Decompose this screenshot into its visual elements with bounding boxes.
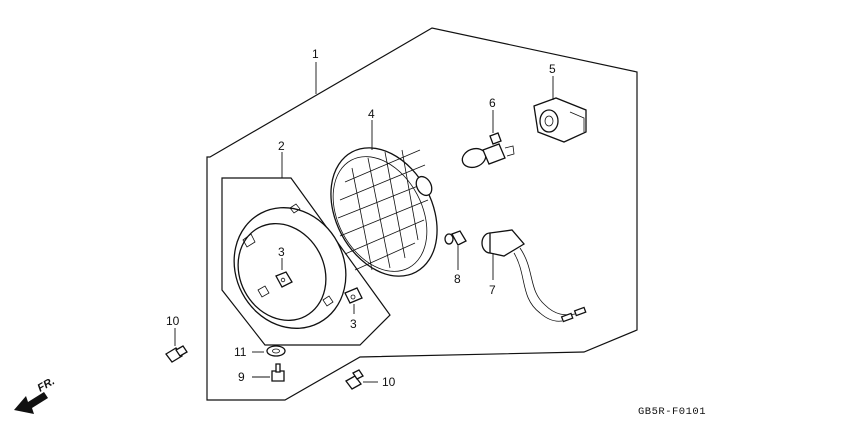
leader-lines (174, 62, 554, 383)
callout-3-lower: 3 (350, 317, 357, 331)
bolt-right (345, 369, 364, 390)
assembly-outline (206, 27, 638, 401)
callout-1: 1 (312, 47, 319, 61)
callout-2: 2 (278, 139, 285, 153)
headlight-bulb (461, 132, 515, 169)
callout-3-upper: 3 (278, 245, 285, 259)
bolt-left (165, 345, 188, 363)
callout-9: 9 (238, 370, 245, 384)
callout-6: 6 (489, 96, 496, 110)
headlight-unit (330, 147, 438, 277)
rim-group-outline (221, 177, 391, 346)
adjusting-bolt (271, 363, 285, 382)
front-direction-arrow-icon (14, 392, 48, 414)
nut (266, 345, 286, 357)
headlight-rim (233, 203, 347, 329)
callout-4: 4 (368, 107, 375, 121)
small-bulb (444, 230, 467, 246)
callout-7: 7 (489, 283, 496, 297)
front-direction-label: FR. (36, 375, 57, 394)
callout-10-left: 10 (166, 314, 180, 328)
callout-11: 11 (234, 345, 247, 359)
callout-8: 8 (454, 272, 461, 286)
wire-socket (481, 229, 587, 323)
socket-body (533, 97, 587, 143)
clip-upper (275, 271, 293, 288)
clip-lower (344, 287, 363, 304)
callout-10-right: 10 (382, 375, 396, 389)
callout-5: 5 (549, 62, 556, 76)
diagram-code: GB5R-F0101 (638, 406, 706, 418)
